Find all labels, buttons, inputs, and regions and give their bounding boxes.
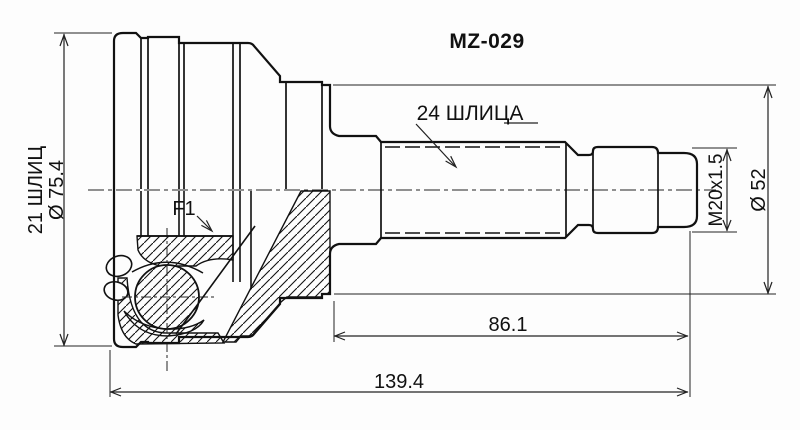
boot-lobe-upper [105,254,133,278]
body-edge-lines [140,38,659,238]
cage-lower-crescent [123,310,205,337]
overall-length-dimension: 139.4 [374,371,424,393]
thread-size-label: M20x1.5 [706,154,727,227]
shaft-length-dimension: 86.1 [489,314,528,336]
housing-wall-section [221,190,331,343]
shaft-splines-leader [415,122,538,169]
outer-diameter-label: Ø 75.4 [46,160,68,220]
outer-splines-label: 21 ШЛИЦ [25,146,47,235]
section-interior-edges [140,191,256,335]
extension-lines [54,32,776,397]
ring-groove-label: F1 [172,198,195,220]
ring-groove-leader [196,215,214,233]
inner-race-section [136,235,234,267]
part-number: MZ-029 [449,30,524,53]
shaft-splines-label: 24 ШЛИЦА [417,102,524,125]
part-outline [112,31,699,349]
dimension-lines [59,33,773,397]
flange-diameter-label: Ø 52 [748,168,770,211]
spline-root-lines [385,146,562,234]
